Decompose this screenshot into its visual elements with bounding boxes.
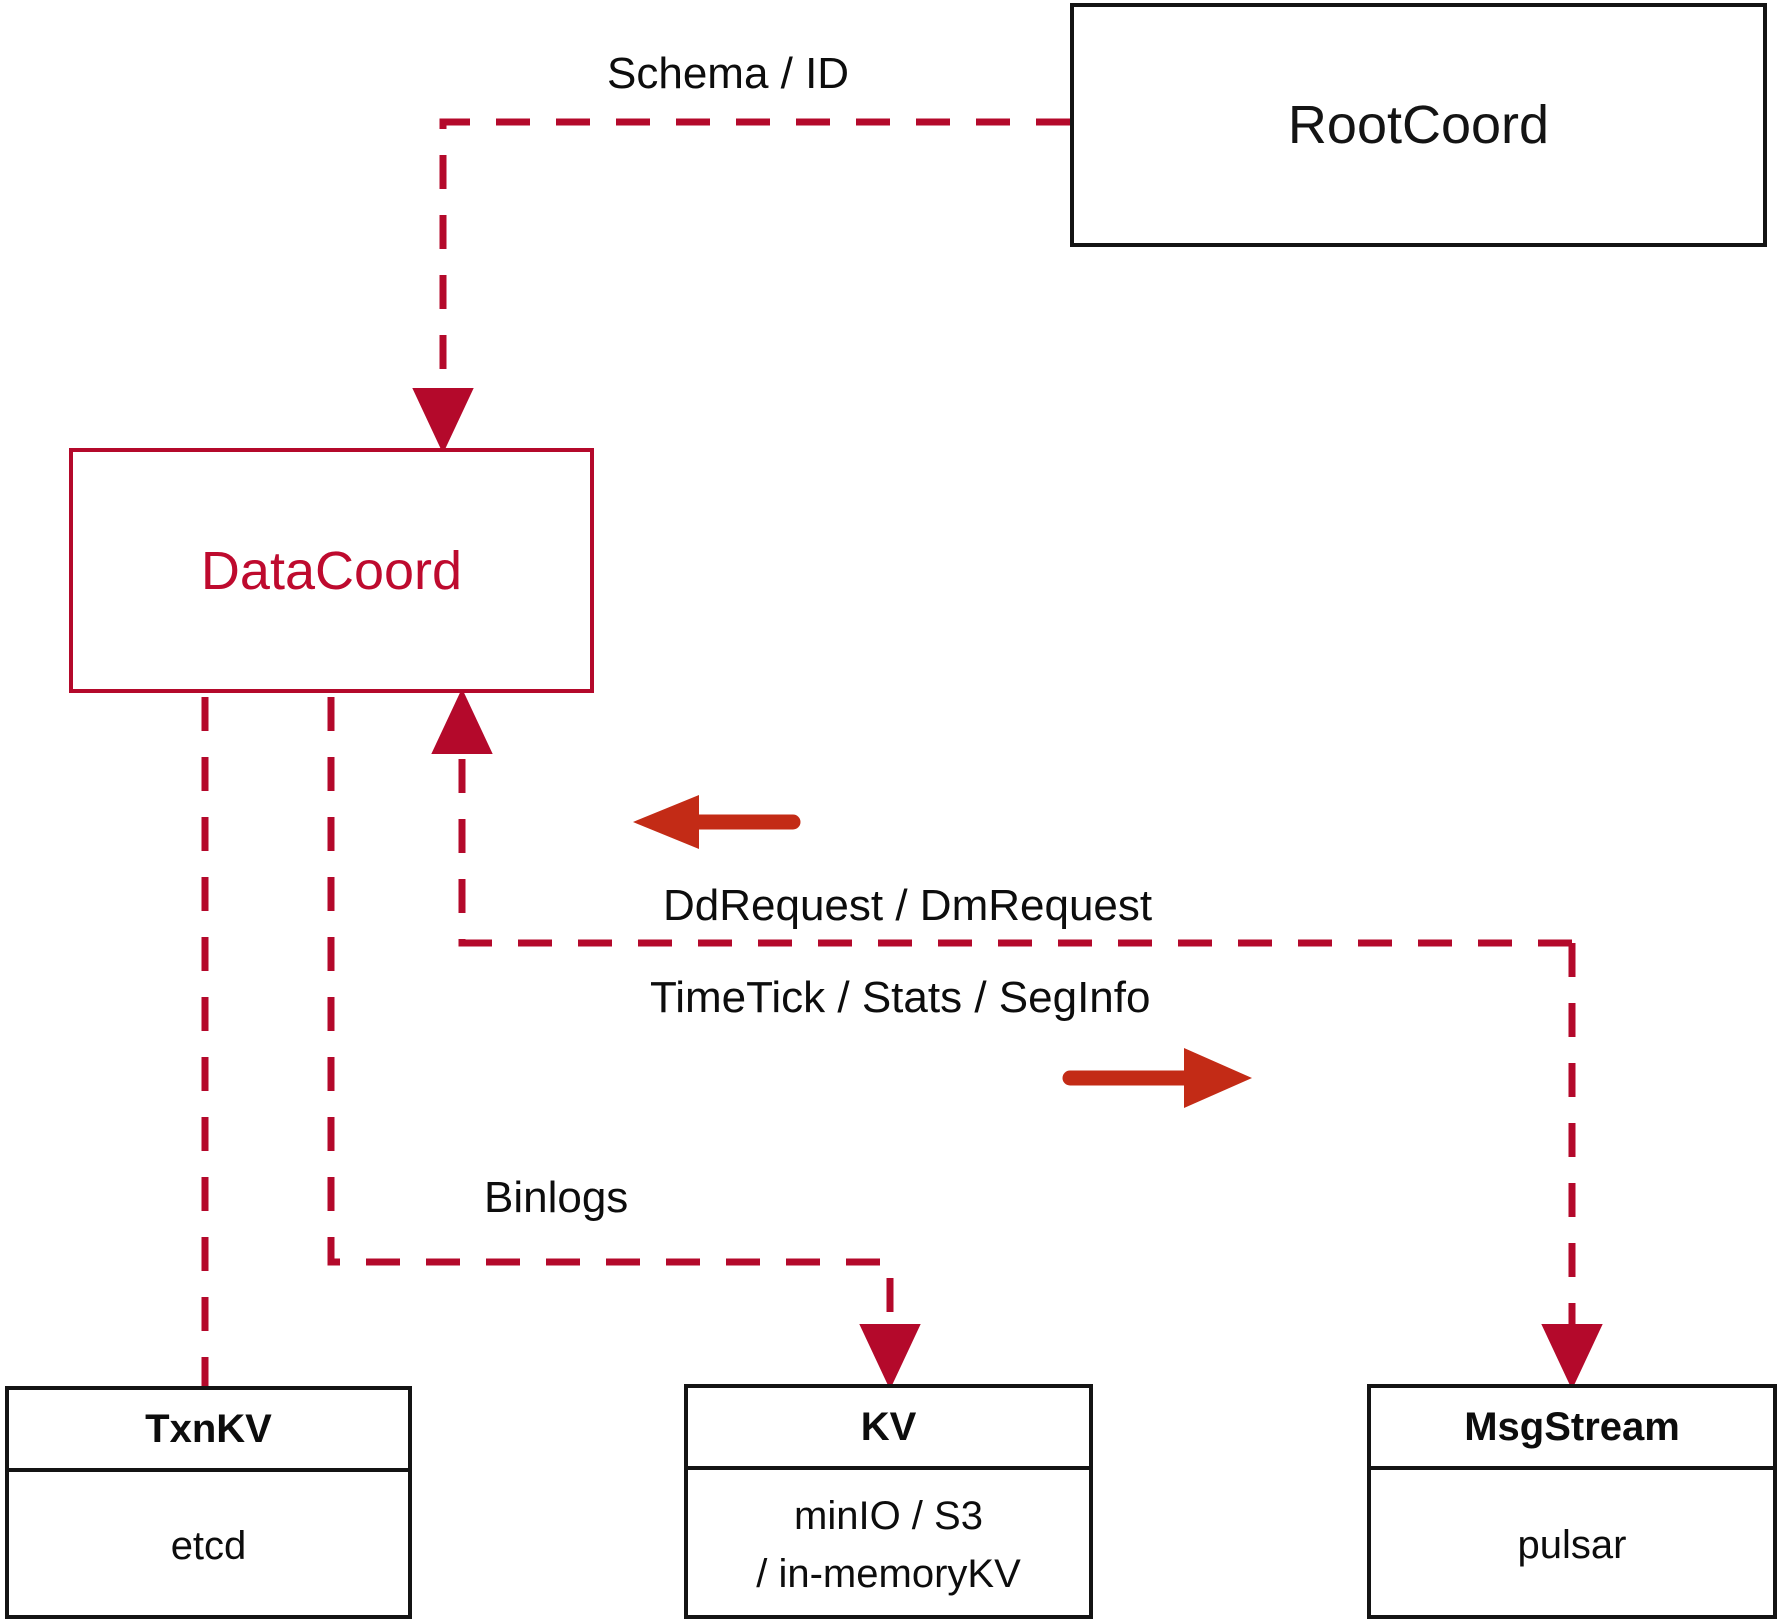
edge-ddrequest-dmrequest [431, 688, 1572, 947]
flow-arrow-right [1062, 1048, 1252, 1108]
node-txnkv[interactable]: TxnKV etcd [5, 1386, 412, 1619]
node-datacoord[interactable]: DataCoord [69, 448, 594, 693]
txnkv-line-1: etcd [170, 1523, 247, 1568]
msgstream-title: MsgStream [1371, 1388, 1773, 1470]
node-rootcoord[interactable]: RootCoord [1070, 3, 1767, 247]
datacoord-label: DataCoord [200, 540, 463, 601]
edge-label-ddrequest-dmrequest: DdRequest / DmRequest [663, 881, 1153, 930]
edge-binlogs [327, 697, 921, 1390]
kv-body: minIO / S3 / in-memoryKV [688, 1470, 1089, 1619]
txnkv-title: TxnKV [9, 1390, 408, 1472]
kv-line-2: / in-memoryKV [756, 1551, 1021, 1596]
msgstream-body: pulsar [1371, 1470, 1773, 1619]
node-msgstream[interactable]: MsgStream pulsar [1367, 1384, 1777, 1619]
txnkv-body: etcd [9, 1472, 408, 1619]
edge-label-binlogs: Binlogs [484, 1173, 629, 1222]
edge-label-timetick-stats-seginfo: TimeTick / Stats / SegInfo [650, 973, 1151, 1022]
rootcoord-label: RootCoord [1287, 95, 1550, 155]
node-kv[interactable]: KV minIO / S3 / in-memoryKV [684, 1384, 1093, 1619]
edge-schema-id [412, 118, 1070, 454]
kv-line-1: minIO / S3 [794, 1493, 983, 1538]
edge-label-schema-id: Schema / ID [607, 49, 850, 98]
flow-arrow-left [633, 795, 801, 849]
kv-title: KV [688, 1388, 1089, 1470]
msgstream-line-1: pulsar [1517, 1522, 1627, 1567]
